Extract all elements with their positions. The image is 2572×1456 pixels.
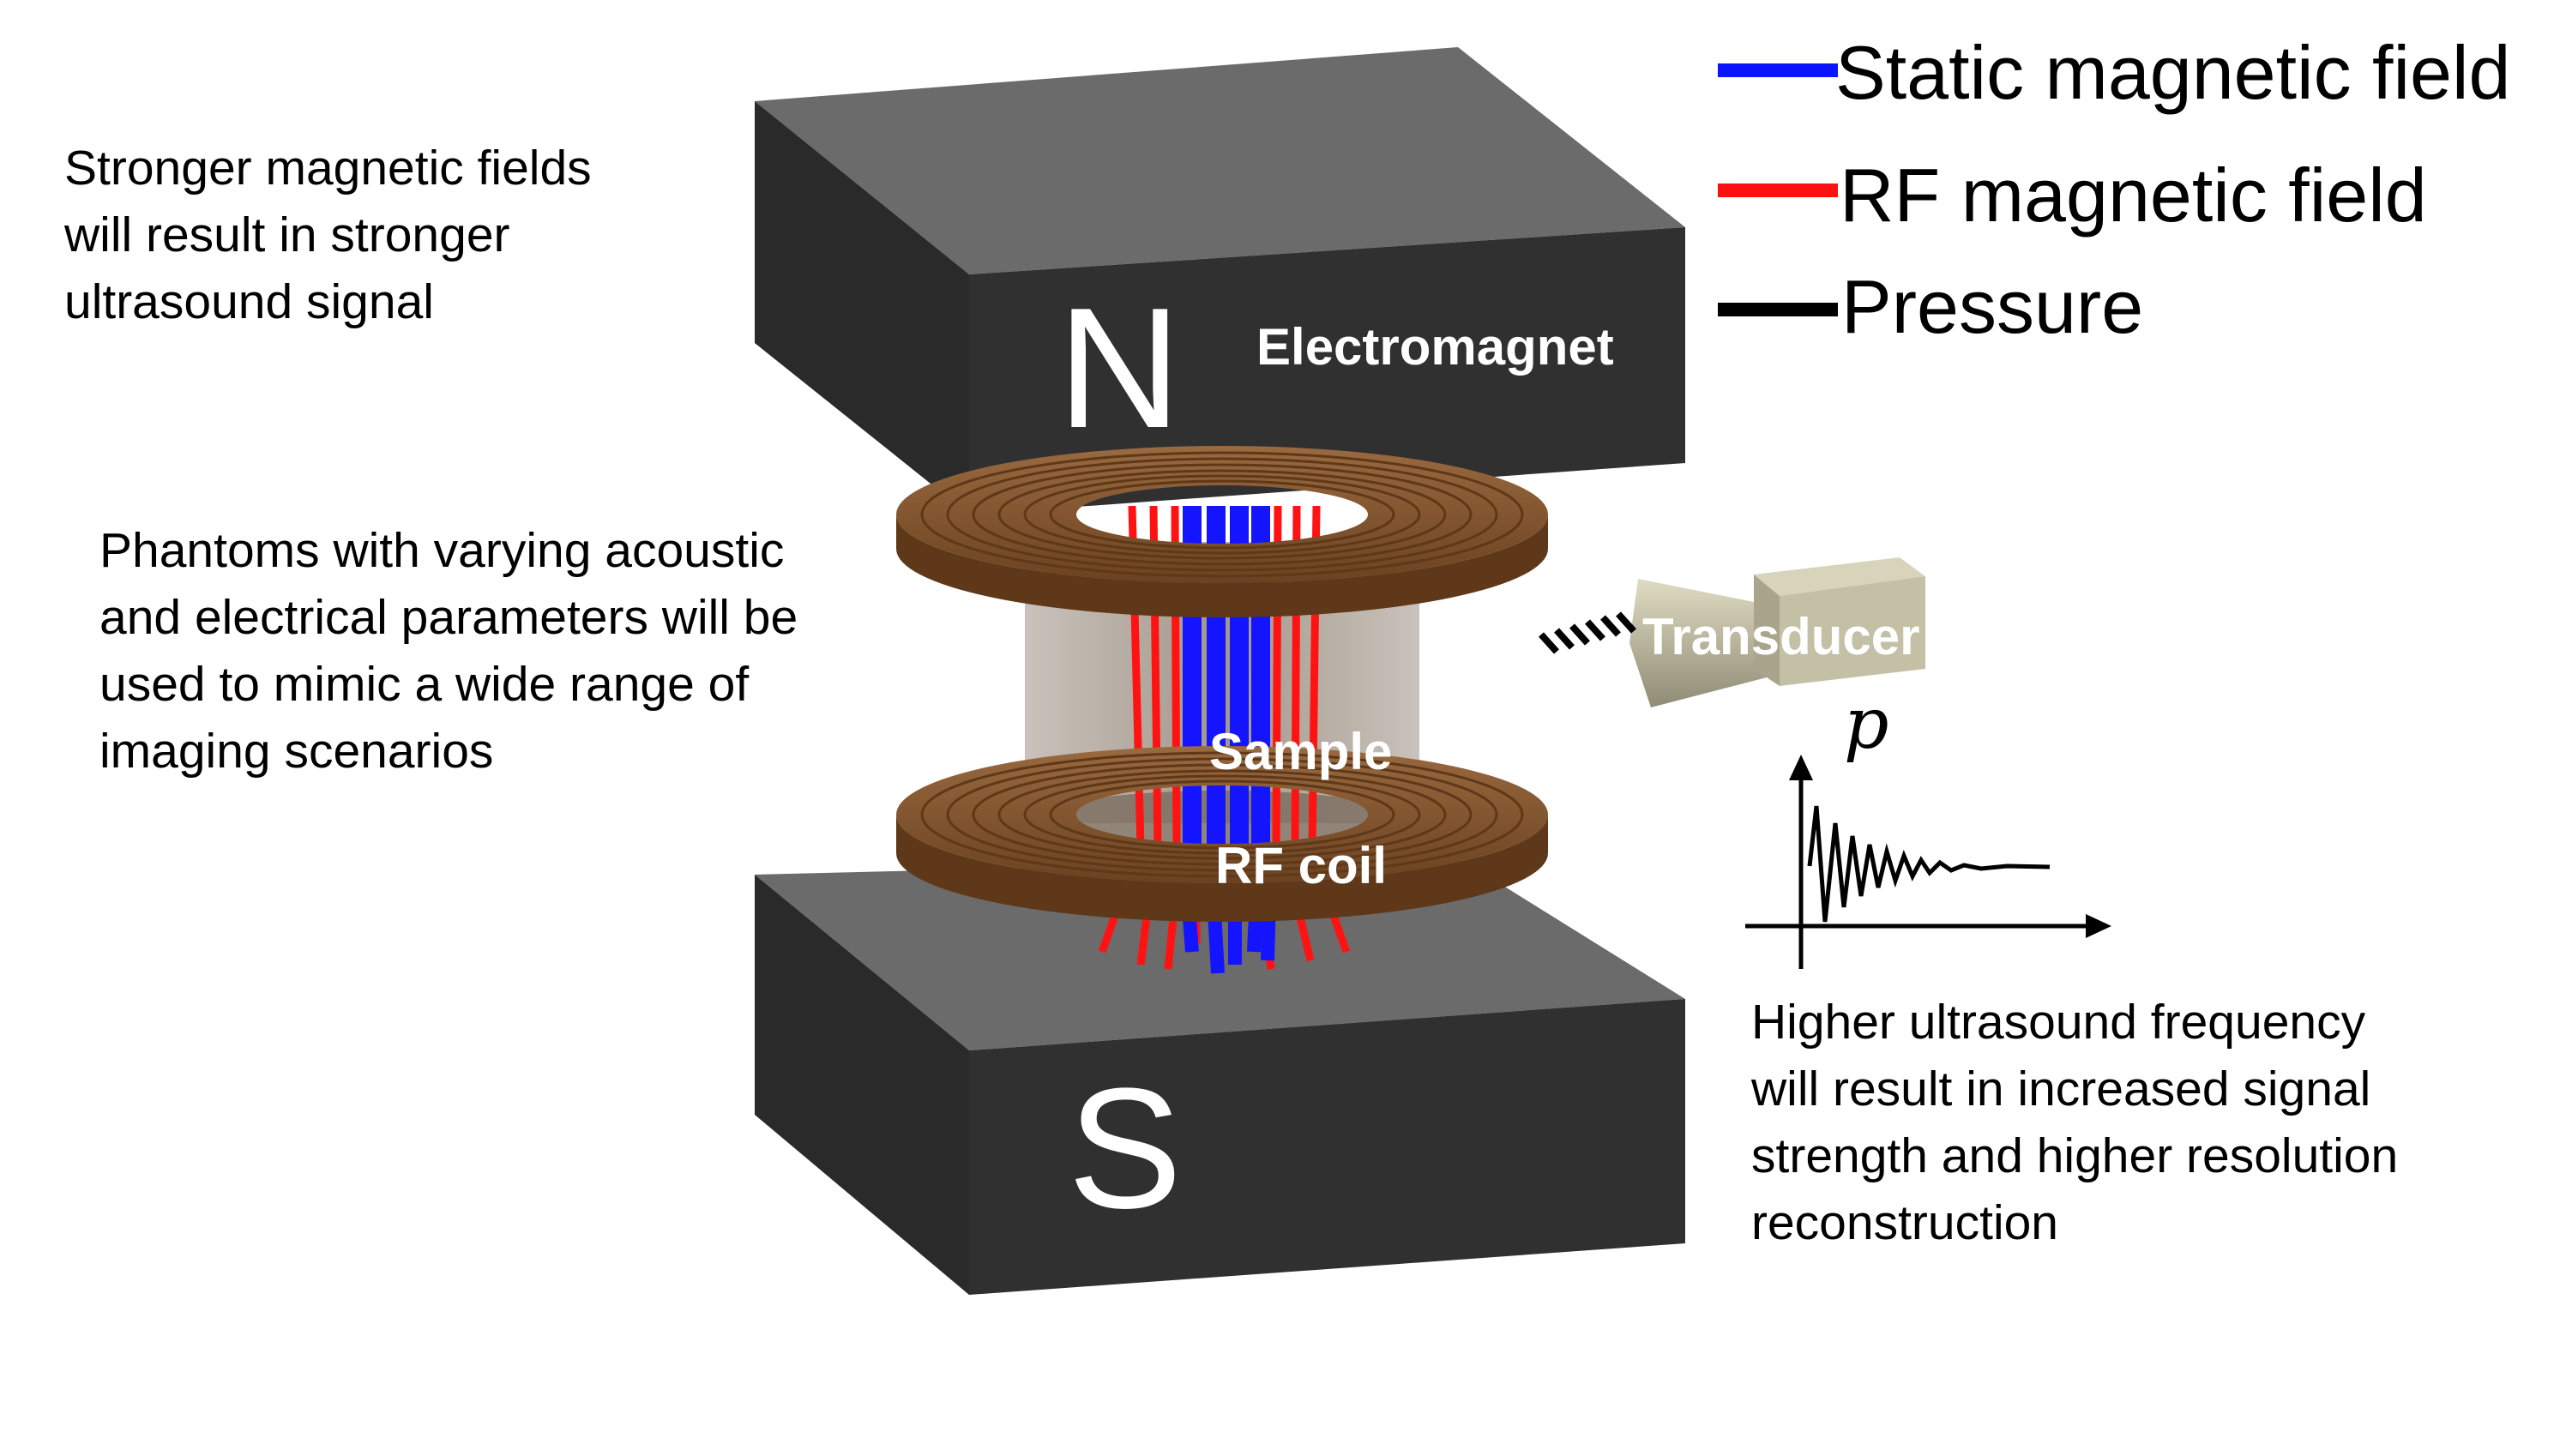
north-magnet-top-face: [755, 47, 1685, 274]
north-magnet-right-face: [969, 227, 1685, 514]
note-line: will result in increased signal: [1751, 1062, 2371, 1116]
note-line: reconstruction: [1751, 1195, 2059, 1250]
legend-label-pressure: Pressure: [1841, 264, 2144, 349]
note-line: used to mimic a wide range of: [99, 657, 750, 712]
note-line: Phantoms with varying acoustic: [99, 523, 785, 578]
note-line: ultrasound signal: [64, 274, 434, 329]
note-line: will result in stronger: [64, 208, 510, 262]
note-line: imaging scenarios: [99, 724, 494, 779]
sample-label: Sample: [1209, 723, 1393, 780]
south-magnet-right-face: [969, 999, 1685, 1295]
frequency-note: Higher ultrasound frequency will result …: [1751, 989, 2398, 1256]
note-line: and electrical parameters will be: [99, 590, 798, 645]
legend-label-rf: RF magnetic field: [1840, 153, 2427, 238]
transducer-label: Transducer: [1642, 608, 1920, 665]
pressure-wave-icon: [1539, 611, 1636, 654]
north-pole-label: N: [1057, 273, 1182, 464]
legend-swatch-static: [1718, 63, 1838, 77]
legend-label-static: Static magnetic field: [1835, 30, 2511, 115]
transducer-body-top: [1754, 557, 1925, 596]
legend-swatch-rf: [1718, 184, 1838, 197]
bottom-rf-coil: [896, 746, 1548, 922]
legend-swatch-pressure: [1718, 303, 1838, 316]
transducer-cone: [1629, 579, 1767, 707]
north-magnet-front-face: [755, 101, 969, 514]
pressure-signal-plot: [1745, 755, 2111, 969]
pressure-symbol: p: [1844, 683, 1889, 765]
plot-signal-trace: [1807, 805, 2051, 923]
transducer-body-front: [1754, 575, 1780, 686]
south-magnet-front-face: [755, 875, 969, 1295]
plot-y-arrow: [1789, 755, 1813, 780]
south-pole-label: S: [1068, 1053, 1183, 1244]
north-magnet: [755, 47, 1685, 514]
rf-coil-label: RF coil: [1215, 837, 1388, 894]
magnet-strength-note: Stronger magnetic fields will result in …: [64, 135, 592, 335]
note-line: Higher ultrasound frequency: [1751, 995, 2366, 1050]
transducer: [1539, 557, 1925, 707]
electromagnet-label: Electromagnet: [1256, 318, 1614, 376]
phantom-note: Phantoms with varying acoustic and elect…: [99, 517, 798, 785]
top-rf-coil: [896, 446, 1548, 617]
plot-x-arrow: [2086, 914, 2111, 938]
note-line: Stronger magnetic fields: [64, 141, 592, 196]
transducer-body-side: [1780, 576, 1925, 686]
note-line: strength and higher resolution: [1751, 1128, 2399, 1183]
